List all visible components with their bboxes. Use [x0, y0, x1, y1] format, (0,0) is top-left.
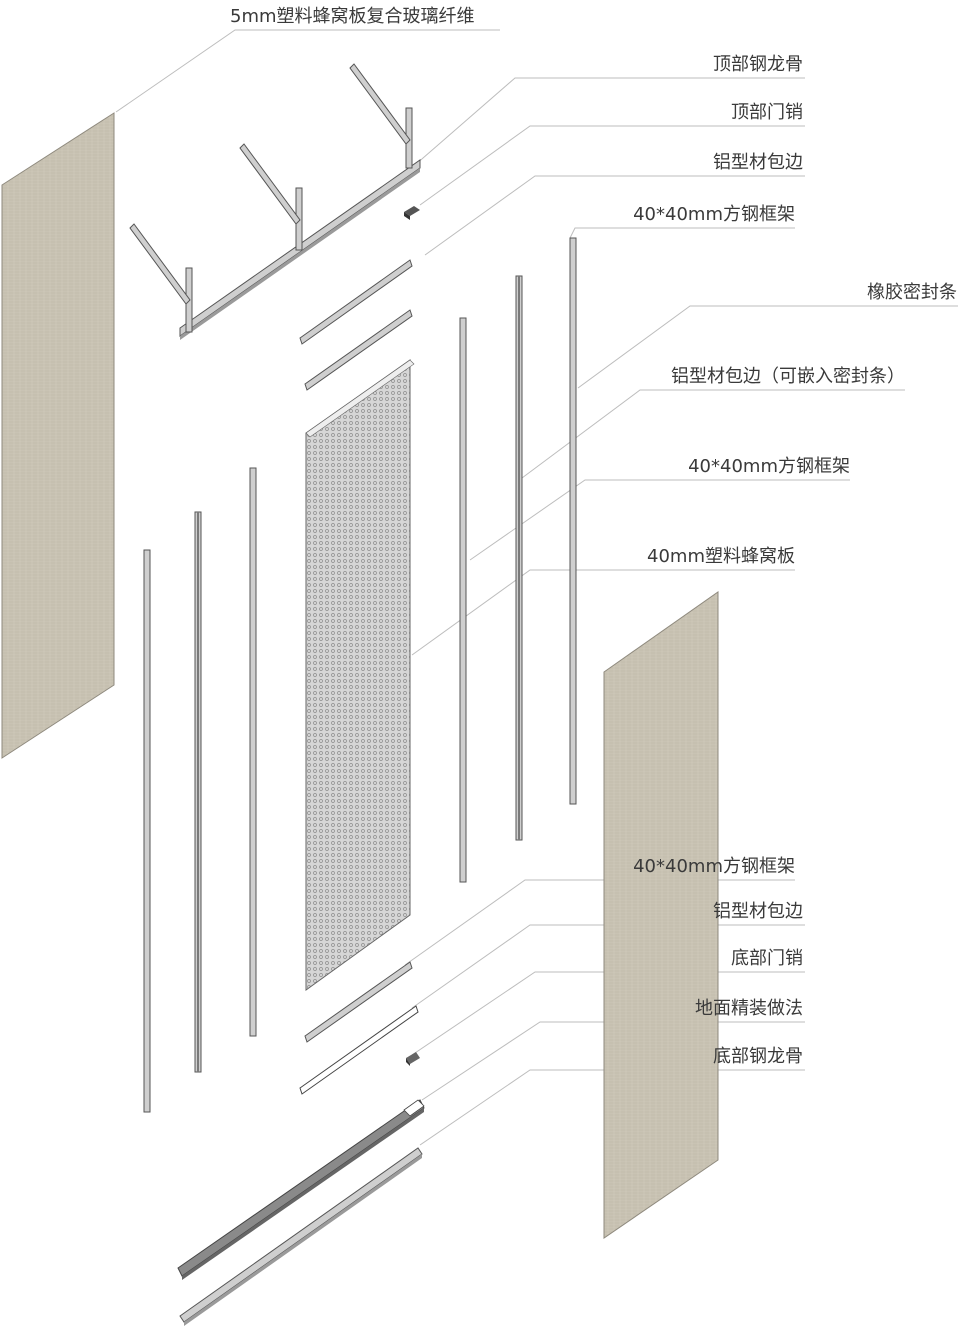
label-steel-frame-3: 40*40mm方钢框架 — [633, 856, 795, 877]
front-fiberglass-board — [1, 112, 115, 759]
label-honeycomb-40: 40mm塑料蜂窝板 — [647, 546, 795, 567]
label-bottom-steel-keel: 底部钢龙骨 — [713, 1046, 803, 1067]
honeycomb-panel-40mm — [305, 359, 415, 991]
top-steel-keel — [129, 63, 421, 340]
label-steel-frame-2: 40*40mm方钢框架 — [688, 456, 850, 477]
labels: 5mm塑料蜂窝板复合玻璃纤维 顶部钢龙骨 顶部门销 铝型材包边 40*40mm方… — [230, 6, 957, 1067]
label-top-door-pin: 顶部门销 — [731, 102, 803, 123]
label-rubber-seal: 橡胶密封条 — [867, 282, 957, 303]
leader-lines — [115, 29, 958, 1146]
bottom-steel-keel — [179, 1147, 423, 1326]
label-top-steel-keel: 顶部钢龙骨 — [713, 54, 803, 75]
label-alu-trim-seal: 铝型材包边（可嵌入密封条） — [671, 366, 905, 387]
label-floor-finish: 地面精装做法 — [695, 998, 803, 1019]
bottom-door-pin — [406, 1052, 420, 1066]
label-top-fiberglass: 5mm塑料蜂窝板复合玻璃纤维 — [230, 6, 475, 27]
label-alu-trim-2: 铝型材包边 — [713, 901, 803, 922]
top-alu-trims — [299, 259, 413, 391]
floor-finish-channel — [177, 1099, 425, 1280]
label-steel-frame-1: 40*40mm方钢框架 — [633, 204, 795, 225]
left-steel-frames — [143, 467, 257, 1113]
top-door-pin — [404, 206, 420, 220]
right-steel-frames — [459, 237, 577, 883]
label-alu-trim-1: 铝型材包边 — [713, 152, 803, 173]
bottom-alu-trims — [299, 961, 419, 1095]
label-bottom-door-pin: 底部门销 — [731, 948, 803, 969]
back-fiberglass-board — [603, 591, 719, 1239]
